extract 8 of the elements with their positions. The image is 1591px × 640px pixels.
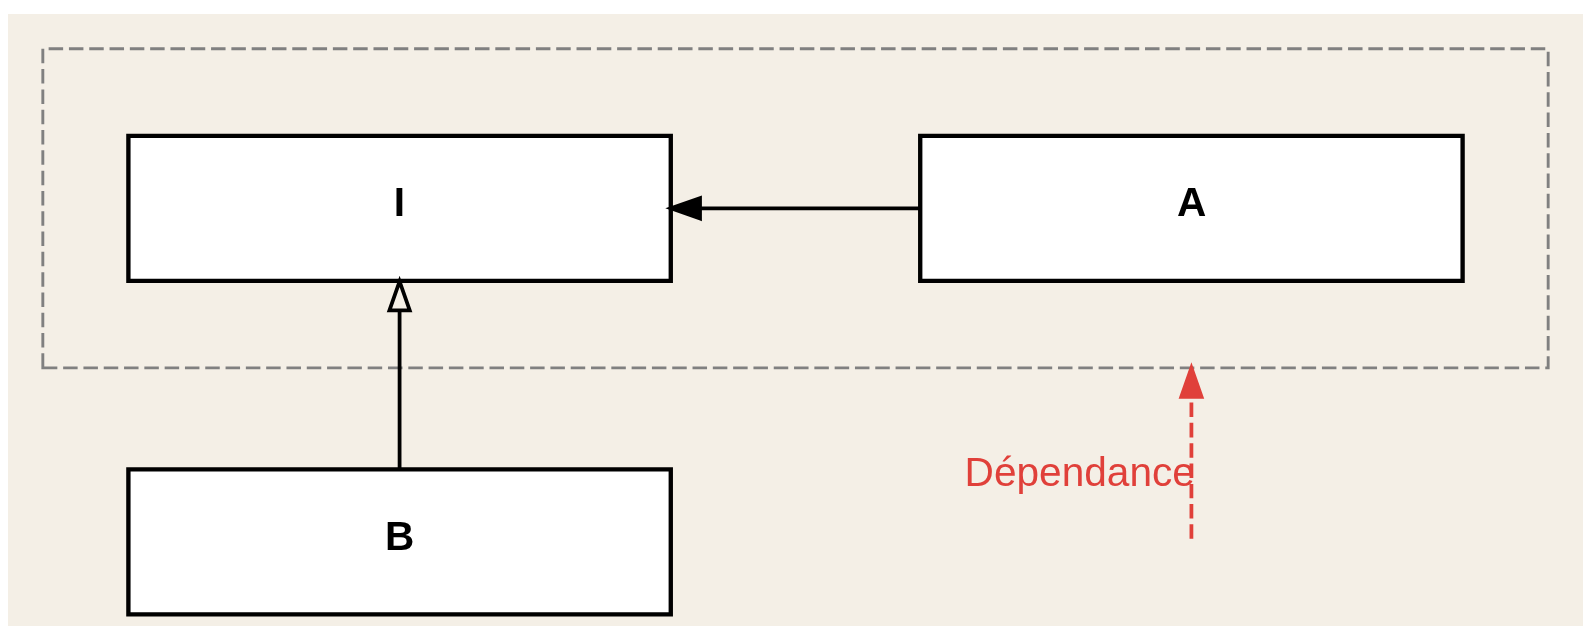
cluster: [41, 47, 1550, 370]
node-box: I: [126, 133, 673, 283]
arrow: [386, 275, 413, 469]
arrow: [1178, 362, 1205, 539]
arrow: [665, 195, 920, 222]
node-box: A: [918, 133, 1465, 283]
node-box: B: [126, 467, 673, 617]
edge-label: Dépendance: [964, 449, 1195, 496]
